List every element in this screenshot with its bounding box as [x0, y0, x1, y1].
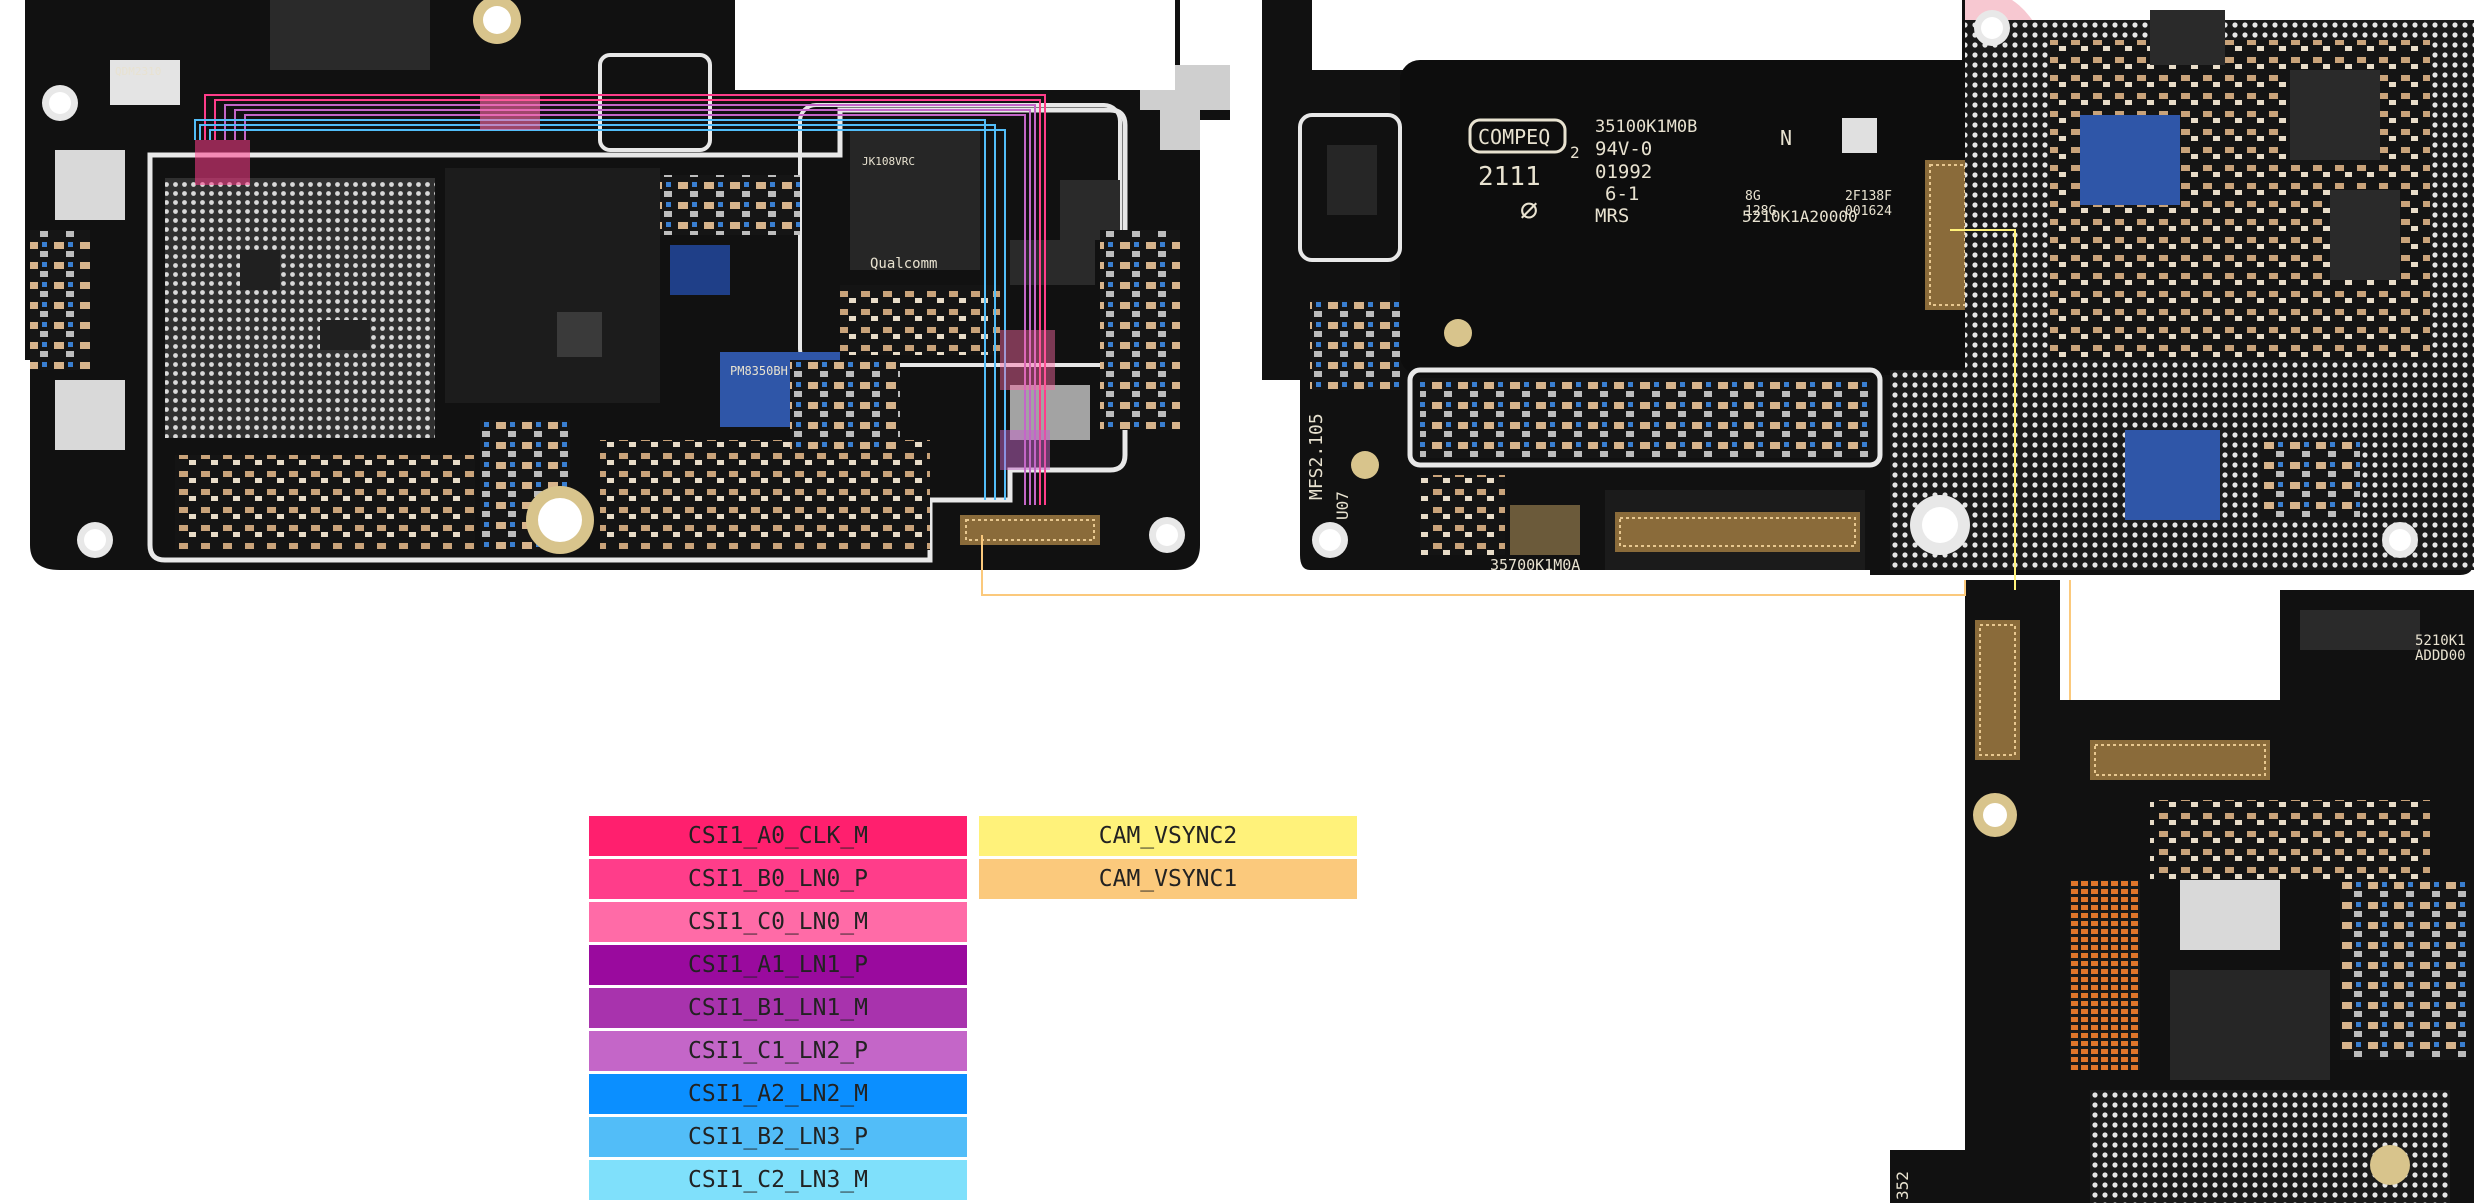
svg-text:⌀: ⌀ [1520, 193, 1538, 228]
legend-item: CSI1_A1_LN1_P [589, 945, 967, 985]
legend-item: CSI1_C1_LN2_P [589, 1031, 967, 1071]
svg-text:2: 2 [1570, 143, 1580, 162]
lower-right-board [1890, 580, 2474, 1203]
vsync-traces [981, 229, 2071, 700]
legend-item: CAM_VSYNC2 [979, 816, 1357, 856]
svg-text:8G: 8G [1745, 189, 1761, 204]
legend-item: CSI1_B1_LN1_M [589, 988, 967, 1028]
svg-text:6-1: 6-1 [1605, 183, 1639, 205]
svg-text:ADDD00: ADDD00 [2415, 648, 2466, 664]
svg-text:5210K1A20000: 5210K1A20000 [1742, 207, 1858, 226]
center-board [1262, 0, 2474, 575]
legend-item: CAM_VSYNC1 [979, 859, 1357, 899]
svg-text:94V-0: 94V-0 [1595, 138, 1652, 160]
silkscreen-labels: COMPEQ 2 2111 35100K1M0B 94V-0 01992 6-1… [115, 65, 2466, 1200]
csi-traces [194, 94, 1055, 505]
svg-text:35100K1M0B: 35100K1M0B [1595, 117, 1697, 137]
board-part-number: 35700K1M0A [1490, 556, 1580, 574]
svg-text:5210K1: 5210K1 [2415, 633, 2466, 649]
svg-text:Qualcomm: Qualcomm [870, 256, 937, 272]
legend-item: CSI1_A2_LN2_M [589, 1074, 967, 1114]
svg-text:2F138F: 2F138F [1845, 189, 1892, 204]
compeq-mark: COMPEQ [1478, 125, 1550, 149]
svg-text:128G: 128G [1745, 204, 1776, 219]
svg-text:352: 352 [1893, 1171, 1912, 1200]
svg-text:MFS2.105: MFS2.105 [1306, 413, 1327, 500]
legend-item: CSI1_B0_LN0_P [589, 859, 967, 899]
svg-text:001624: 001624 [1845, 204, 1892, 219]
svg-text:PM8350BH: PM8350BH [730, 364, 788, 378]
svg-text:JK108VRC: JK108VRC [862, 155, 915, 168]
svg-text:QDM2310: QDM2310 [115, 65, 161, 78]
svg-text:01992: 01992 [1595, 161, 1652, 183]
left-board [25, 0, 1230, 570]
svg-text:U07: U07 [1333, 491, 1352, 520]
legend-item: CSI1_C2_LN3_M [589, 1160, 967, 1200]
date-code: 2111 [1478, 162, 1541, 192]
legend-item: CSI1_B2_LN3_P [589, 1117, 967, 1157]
svg-text:MRS: MRS [1595, 205, 1629, 227]
svg-text:N: N [1780, 126, 1792, 150]
legend-item: CSI1_C0_LN0_M [589, 902, 967, 942]
legend-item: CSI1_A0_CLK_M [589, 816, 967, 856]
